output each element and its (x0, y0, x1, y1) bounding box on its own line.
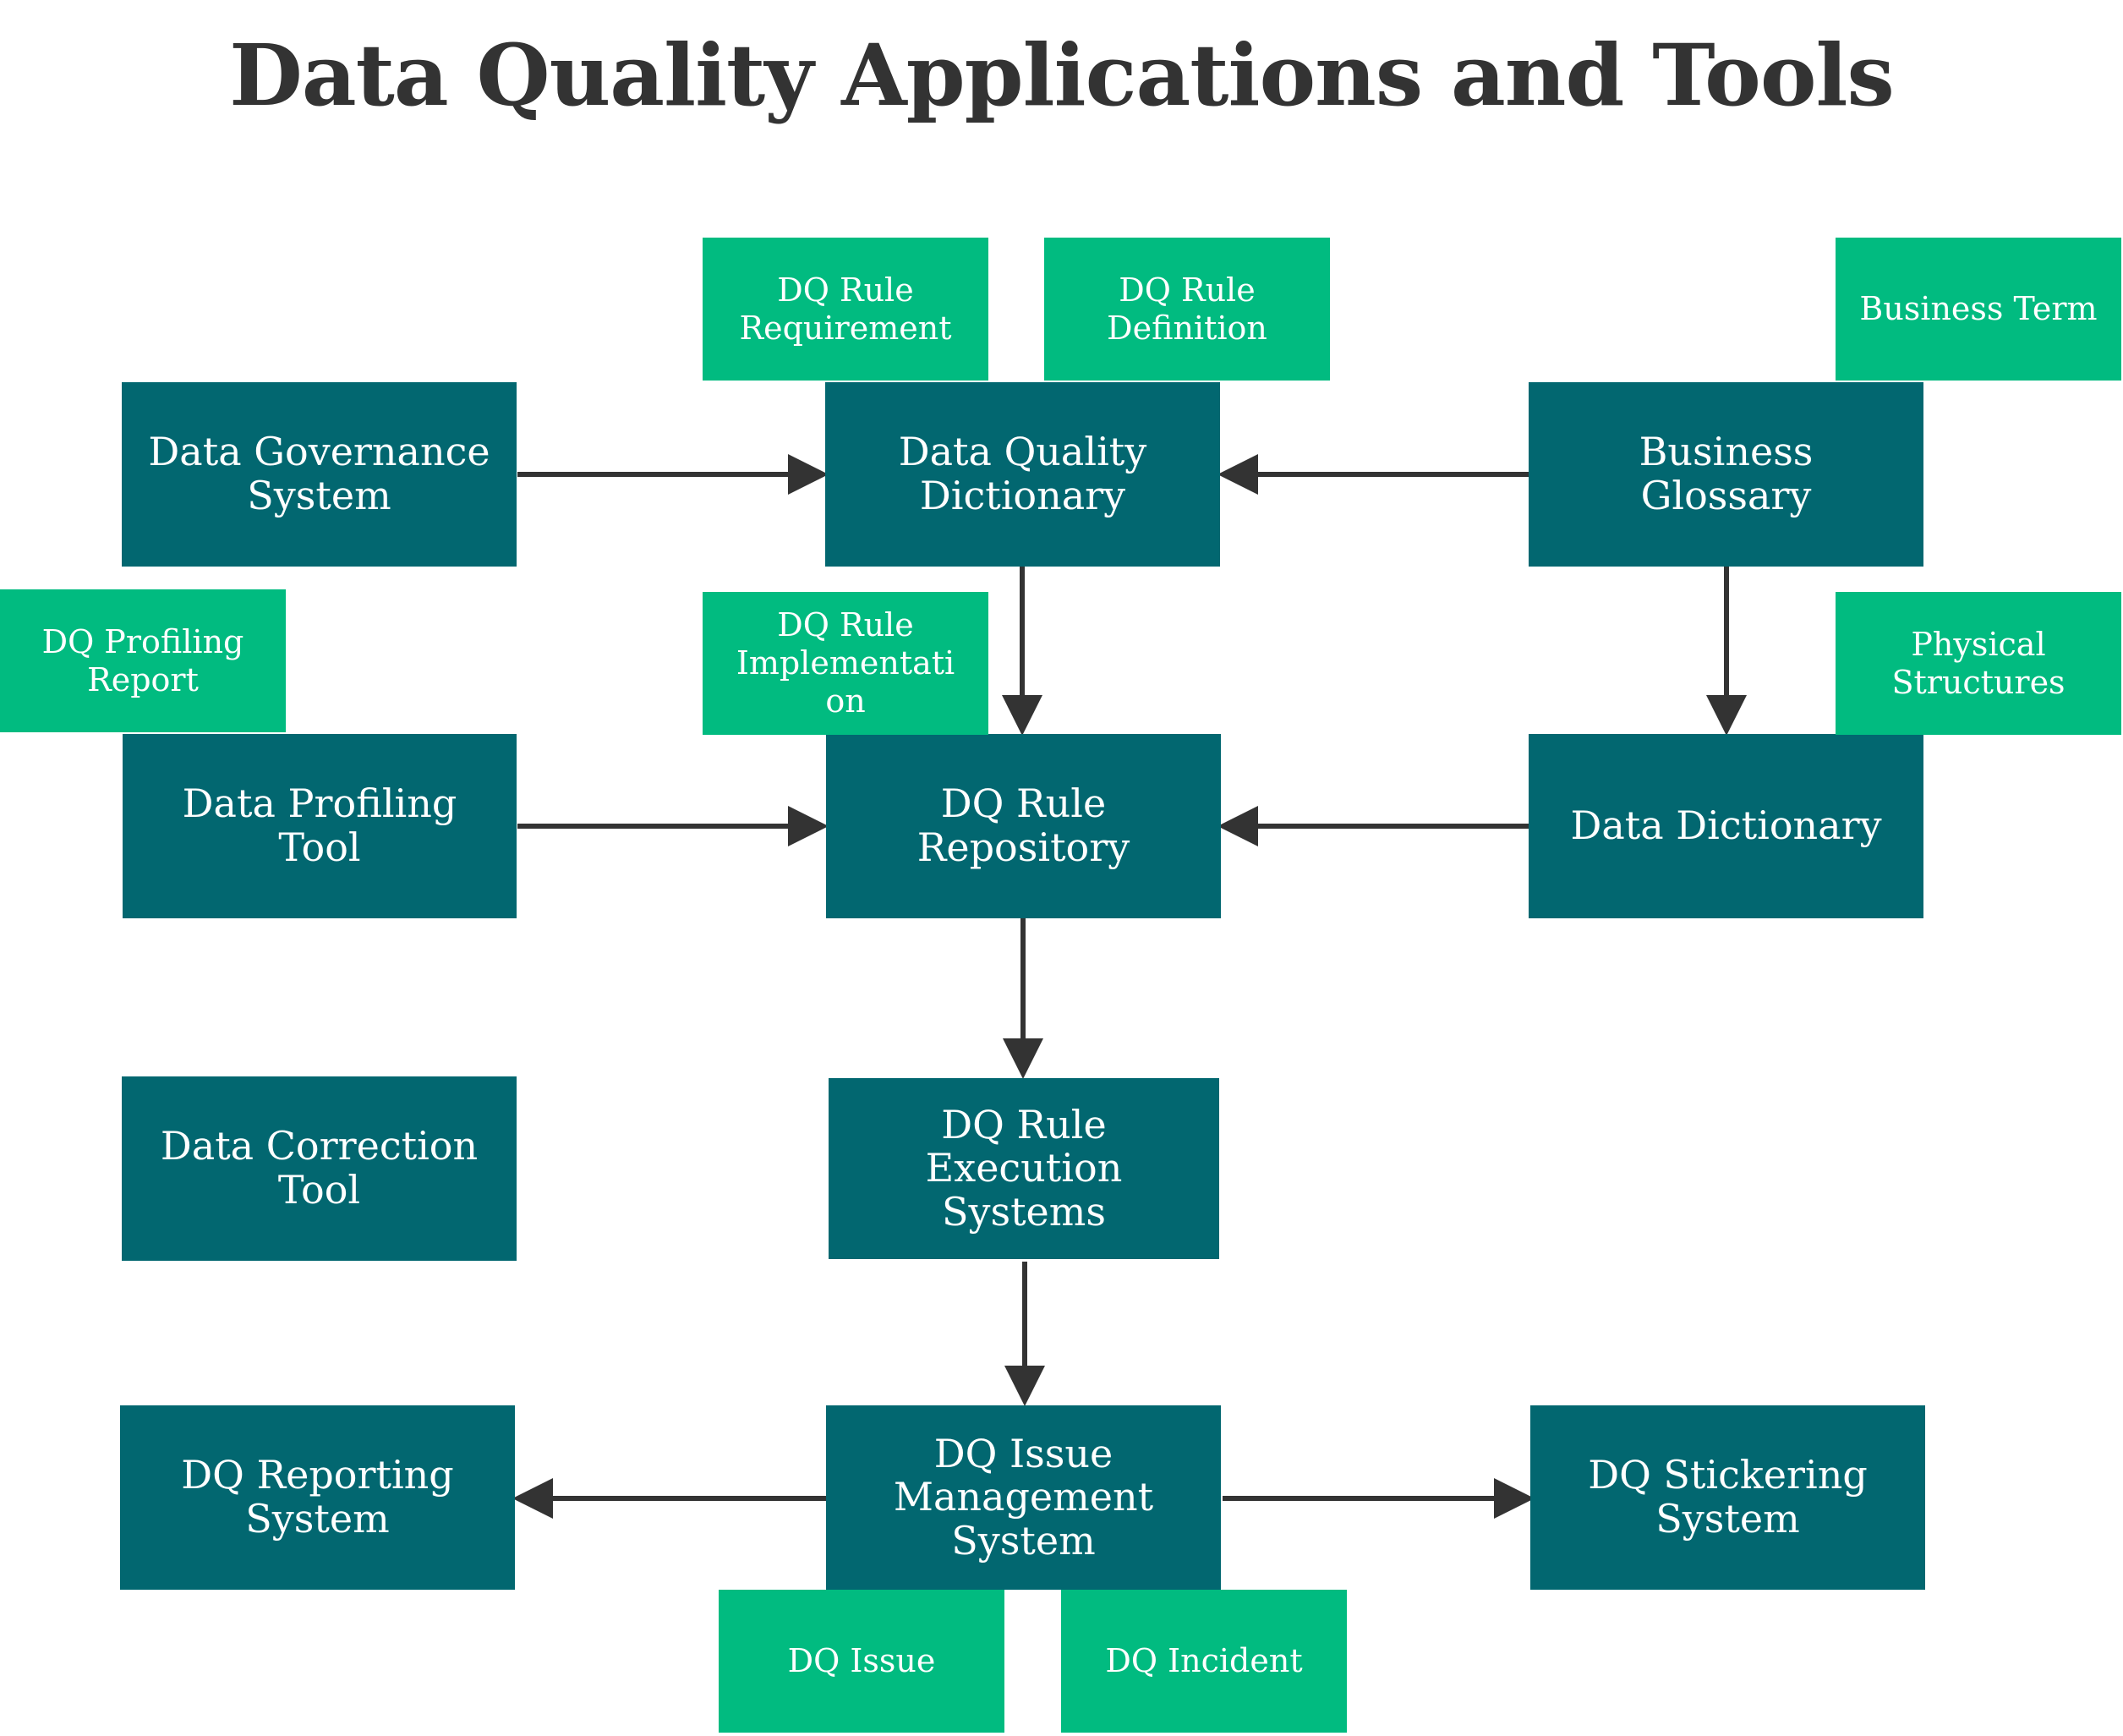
tag-dq-profiling-report: DQ Profiling Report (0, 589, 286, 732)
tag-label: DQ Profiling Report (41, 622, 244, 698)
tag-dq-rule-implementation: DQ Rule Implementati on (703, 592, 988, 735)
node-business-glossary: Business Glossary (1529, 382, 1923, 567)
tag-label: DQ Rule Implementati on (736, 606, 955, 720)
tag-label: DQ Issue (787, 1642, 936, 1680)
node-dq-issue-management-system: DQ Issue Management System (826, 1405, 1221, 1590)
node-label: DQ Reporting System (181, 1452, 454, 1542)
node-label: Data Quality Dictionary (898, 429, 1147, 518)
tag-label: DQ Rule Definition (1107, 271, 1267, 347)
node-data-correction-tool: Data Correction Tool (122, 1076, 517, 1261)
node-dq-rule-execution-systems: DQ Rule Execution Systems (829, 1078, 1219, 1259)
node-label: Data Governance System (148, 429, 490, 518)
tag-physical-structures: Physical Structures (1836, 592, 2121, 735)
node-label: DQ Rule Repository (917, 780, 1130, 870)
node-dq-stickering-system: DQ Stickering System (1530, 1405, 1925, 1590)
node-label: DQ Issue Management System (893, 1430, 1154, 1563)
tag-label: DQ Incident (1105, 1642, 1303, 1680)
tag-dq-incident: DQ Incident (1061, 1590, 1347, 1733)
tag-dq-rule-definition: DQ Rule Definition (1044, 238, 1330, 381)
node-dq-reporting-system: DQ Reporting System (120, 1405, 515, 1590)
node-data-governance-system: Data Governance System (122, 382, 517, 567)
tag-dq-rule-requirement: DQ Rule Requirement (703, 238, 988, 381)
tag-label: DQ Rule Requirement (739, 271, 952, 347)
node-data-quality-dictionary: Data Quality Dictionary (825, 382, 1220, 567)
page-title: Data Quality Applications and Tools (229, 25, 1895, 125)
node-label: DQ Rule Execution Systems (925, 1101, 1123, 1235)
node-dq-rule-repository: DQ Rule Repository (826, 734, 1221, 918)
node-label: Data Correction Tool (160, 1123, 479, 1213)
node-label: DQ Stickering System (1588, 1452, 1868, 1542)
node-label: Data Profiling Tool (182, 780, 457, 870)
tag-label: Physical Structures (1891, 625, 2066, 701)
tag-business-term: Business Term (1836, 238, 2121, 381)
node-label: Data Dictionary (1570, 802, 1882, 849)
tag-dq-issue: DQ Issue (719, 1590, 1004, 1733)
node-data-profiling-tool: Data Profiling Tool (123, 734, 517, 918)
node-data-dictionary: Data Dictionary (1529, 734, 1923, 918)
tag-label: Business Term (1859, 290, 2098, 328)
node-label: Business Glossary (1639, 429, 1814, 518)
